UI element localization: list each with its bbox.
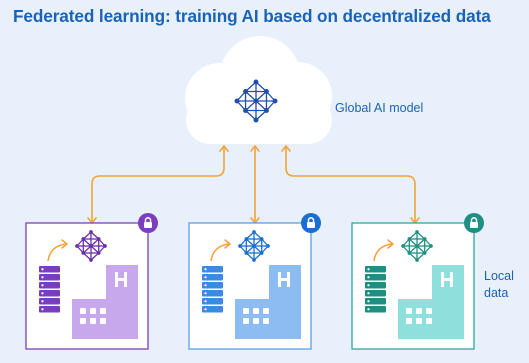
hospital-cards (25, 213, 484, 350)
local-network-icon (401, 230, 433, 262)
global-model-label: Global AI model (335, 101, 424, 115)
hospital-card-3 (351, 213, 484, 350)
hospital-building-icon (235, 265, 301, 339)
update-arrow-icon (210, 239, 231, 262)
arrow-hospital-2 (250, 145, 260, 224)
local-data-label: Local data (484, 268, 524, 302)
local-network-icon (75, 230, 107, 262)
global-neural-network-icon (234, 79, 278, 123)
hospital-building-icon (398, 265, 464, 339)
local-data-label-line2: data (484, 286, 509, 300)
update-arrow-icon (47, 239, 68, 262)
server-icon (202, 266, 223, 313)
lock-icon (138, 213, 158, 233)
arrow-hospital-3 (281, 145, 420, 224)
lock-icon (301, 213, 321, 233)
hospital-building-icon (72, 265, 138, 339)
diagram-title: Federated learning: training AI based on… (13, 6, 491, 26)
server-icon (365, 266, 386, 313)
hospital-card-2 (188, 213, 321, 350)
global-network-icon (234, 79, 278, 123)
local-network-icon (238, 230, 270, 262)
arrows (87, 145, 420, 224)
arrow-hospital-1 (87, 145, 229, 224)
server-icon (39, 266, 60, 313)
lock-icon (464, 213, 484, 233)
hospital-card-1 (25, 213, 158, 350)
local-data-label-line1: Local (484, 269, 514, 283)
update-arrow-icon (373, 239, 394, 262)
cloud-shape (185, 36, 332, 144)
